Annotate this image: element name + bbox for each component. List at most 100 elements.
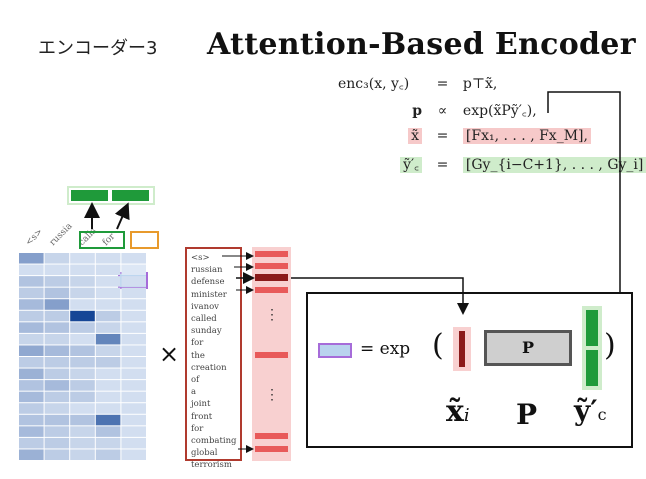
heatmap-cell — [121, 391, 146, 403]
heatmap-cell — [70, 426, 95, 437]
heatmap-cell — [44, 357, 70, 368]
heatmap-cell — [121, 449, 146, 460]
input-token: <s> — [191, 253, 210, 263]
attention-heatmap — [19, 253, 146, 460]
heatmap-cell — [19, 299, 44, 310]
heatmap-cell — [19, 437, 44, 449]
x-tilde-subscript: i — [463, 405, 470, 426]
ellipsis-2: ⋮ — [265, 387, 279, 403]
heatmap-cell — [44, 287, 70, 299]
heatmap-cell — [44, 403, 70, 414]
eq1-rhs: p⊤x̃, — [462, 76, 498, 92]
heatmap-cell — [121, 380, 146, 391]
heatmap-cell — [121, 368, 146, 380]
heatmap-cell — [95, 403, 121, 414]
heatmap-cell — [19, 357, 44, 368]
equation-line-3: x̃ = [Fx₁, . . . , Fx_M], — [338, 128, 591, 144]
x-tilde-vector-fill — [459, 331, 465, 367]
heatmap-cell — [19, 403, 44, 414]
embedding-row — [255, 287, 288, 293]
heatmap-cell — [44, 299, 70, 310]
heatmap-cell — [95, 333, 121, 345]
heatmap-cell — [121, 414, 146, 426]
equation-line-2: p ∝ exp(x̃Pỹ′꜀), — [338, 101, 537, 120]
heatmap-cell — [95, 253, 121, 264]
heatmap-cell — [95, 449, 121, 460]
input-token: called — [191, 314, 217, 325]
heatmap-cell — [70, 380, 95, 391]
y-context-vector-bottom — [586, 350, 598, 386]
input-token: russian — [191, 265, 223, 276]
eq1-op: = — [436, 76, 449, 92]
heatmap-cell — [70, 276, 95, 287]
heatmap-cell — [70, 357, 95, 368]
heatmap-cell — [121, 299, 146, 310]
y-context-vector-top — [586, 310, 598, 346]
heatmap-cell — [121, 357, 146, 368]
heatmap-cell — [95, 299, 121, 310]
heatmap-cell — [44, 322, 70, 333]
ellipsis-1: ⋮ — [265, 307, 279, 323]
heatmap-cell — [70, 253, 95, 264]
heatmap-cell — [70, 299, 95, 310]
heatmap-cell — [121, 403, 146, 414]
heatmap-cell — [44, 380, 70, 391]
detail-score-box — [318, 343, 352, 358]
heatmap-cell — [95, 437, 121, 449]
heatmap-cell — [70, 345, 95, 356]
input-token: of — [191, 375, 200, 386]
heatmap-cell — [121, 333, 146, 345]
eq3-op: = — [436, 128, 449, 144]
heatmap-cell — [95, 368, 121, 380]
heatmap-cell — [44, 391, 70, 403]
input-token: sunday — [191, 326, 222, 337]
heatmap-cell — [121, 437, 146, 449]
heatmap-cell — [19, 253, 44, 264]
input-token: combating — [191, 436, 237, 447]
heatmap-cell — [19, 264, 44, 276]
heatmap-cell — [70, 287, 95, 299]
input-token: front — [191, 411, 213, 422]
eq3-rhs: [Fx₁, . . . , Fx_M], — [462, 128, 591, 144]
eq2-rhs: exp(x̃Pỹ′꜀), — [462, 103, 537, 119]
heatmap-cell — [19, 333, 44, 345]
y-tilde-subscript: c — [597, 405, 607, 424]
eq4-lhs-wrap: ỹ′꜀ — [338, 155, 422, 174]
heatmap-cell — [19, 345, 44, 356]
input-token: minister — [191, 289, 227, 300]
y-context-vector — [582, 306, 602, 390]
heatmap-cell — [95, 310, 121, 322]
heatmap-cell — [44, 264, 70, 276]
heatmap-cell — [44, 345, 70, 356]
japanese-title: エンコーダー3 — [38, 38, 158, 59]
heatmap-cell — [121, 310, 146, 322]
embedding-row — [255, 433, 288, 439]
input-token: joint — [191, 399, 211, 410]
heatmap-cell — [19, 287, 44, 299]
heatmap-cell — [70, 310, 95, 322]
embedding-row-selected — [255, 274, 288, 281]
heatmap-cell — [95, 380, 121, 391]
heatmap-cell — [95, 276, 121, 287]
equals-exp: = exp — [360, 339, 411, 359]
heatmap-cell — [19, 426, 44, 437]
y-label: ỹ′c — [574, 394, 607, 427]
heatmap-cell — [121, 253, 146, 264]
heatmap-cell — [19, 414, 44, 426]
context-equation-connector — [547, 91, 621, 292]
heatmap-cell — [70, 368, 95, 380]
embedding-row — [255, 352, 288, 358]
heatmap-cell — [19, 368, 44, 380]
eq4-rhs: [Gy_{i−C+1}, . . . , Gy_i] — [462, 157, 646, 173]
heatmap-cell — [44, 310, 70, 322]
eq2-lhs: p — [412, 103, 422, 119]
heatmap-cell — [44, 368, 70, 380]
context-label-s: <s> — [23, 226, 45, 248]
heatmap-cell — [121, 426, 146, 437]
heatmap-cell — [121, 345, 146, 356]
heatmap-cell — [70, 264, 95, 276]
heatmap-cell — [95, 357, 121, 368]
heatmap-cell — [44, 449, 70, 460]
output-embedding — [67, 186, 155, 205]
